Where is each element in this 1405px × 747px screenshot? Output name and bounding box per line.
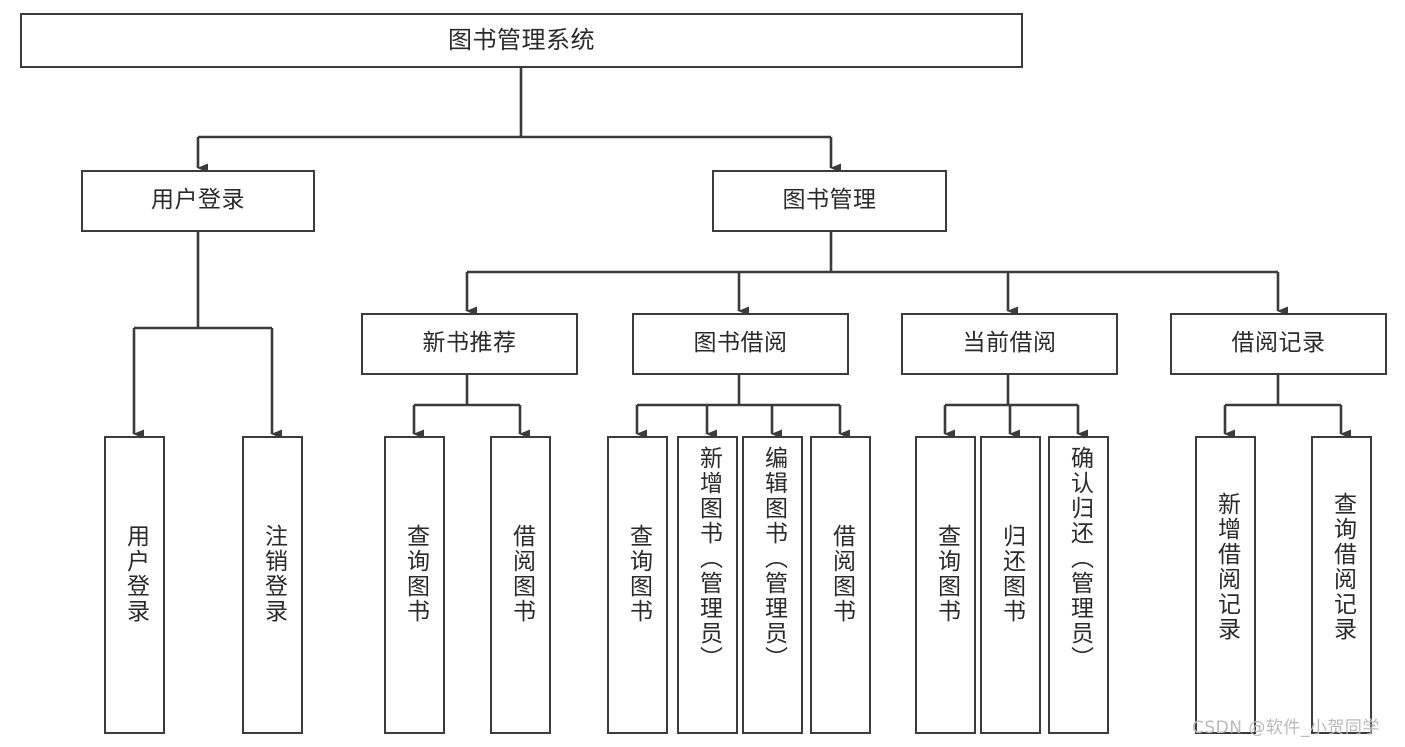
node-new-book-recommend-label: 新书推荐 (422, 330, 517, 357)
node-leaf-add-book-label: 新增图书（管理员） (695, 446, 722, 671)
node-borrow-record[interactable]: 借阅记录 (1170, 313, 1387, 375)
node-leaf-query-book-2-label: 查询图书 (625, 524, 652, 624)
node-leaf-borrow-book-2[interactable]: 借阅图书 (810, 436, 871, 734)
node-leaf-user-login[interactable]: 用户登录 (104, 436, 165, 734)
node-leaf-add-book[interactable]: 新增图书（管理员） (677, 436, 738, 734)
node-leaf-logout-login[interactable]: 注销登录 (242, 436, 303, 734)
node-leaf-borrow-book-2-label: 借阅图书 (828, 524, 855, 624)
node-user-login[interactable]: 用户登录 (81, 170, 315, 232)
csdn-watermark: CSDN @软件_小贺同学 (1192, 718, 1380, 738)
node-leaf-add-record[interactable]: 新增借阅记录 (1195, 436, 1256, 734)
node-leaf-logout-login-label: 注销登录 (260, 524, 287, 624)
node-leaf-return-book[interactable]: 归还图书 (980, 436, 1041, 734)
node-root-label: 图书管理系统 (448, 26, 595, 55)
node-leaf-borrow-book-1-label: 借阅图书 (508, 524, 535, 624)
node-leaf-edit-book[interactable]: 编辑图书（管理员） (742, 436, 803, 734)
node-leaf-query-book-3[interactable]: 查询图书 (915, 436, 976, 734)
node-book-management[interactable]: 图书管理 (712, 170, 947, 232)
node-leaf-query-book-2[interactable]: 查询图书 (607, 436, 668, 734)
node-leaf-query-book-1-label: 查询图书 (402, 524, 429, 624)
node-new-book-recommend[interactable]: 新书推荐 (361, 313, 578, 375)
node-leaf-confirm-return[interactable]: 确认归还（管理员） (1048, 436, 1109, 734)
node-leaf-return-book-label: 归还图书 (998, 524, 1025, 624)
node-leaf-user-login-label: 用户登录 (122, 524, 149, 624)
node-leaf-add-record-label: 新增借阅记录 (1213, 492, 1240, 642)
node-book-borrow[interactable]: 图书借阅 (632, 313, 849, 375)
node-leaf-confirm-return-label: 确认归还（管理员） (1066, 446, 1093, 671)
node-current-borrow-label: 当前借阅 (962, 330, 1057, 357)
node-leaf-query-book-1[interactable]: 查询图书 (384, 436, 445, 734)
node-leaf-query-book-3-label: 查询图书 (933, 524, 960, 624)
node-book-management-label: 图书管理 (782, 187, 877, 214)
node-root[interactable]: 图书管理系统 (20, 13, 1023, 68)
node-user-login-label: 用户登录 (151, 187, 245, 214)
node-borrow-record-label: 借阅记录 (1231, 330, 1326, 357)
node-leaf-edit-book-label: 编辑图书（管理员） (760, 446, 787, 671)
node-leaf-query-record-label: 查询借阅记录 (1329, 492, 1356, 642)
node-current-borrow[interactable]: 当前借阅 (901, 313, 1118, 375)
node-book-borrow-label: 图书借阅 (693, 330, 788, 357)
node-leaf-borrow-book-1[interactable]: 借阅图书 (490, 436, 551, 734)
node-leaf-query-record[interactable]: 查询借阅记录 (1311, 436, 1372, 734)
